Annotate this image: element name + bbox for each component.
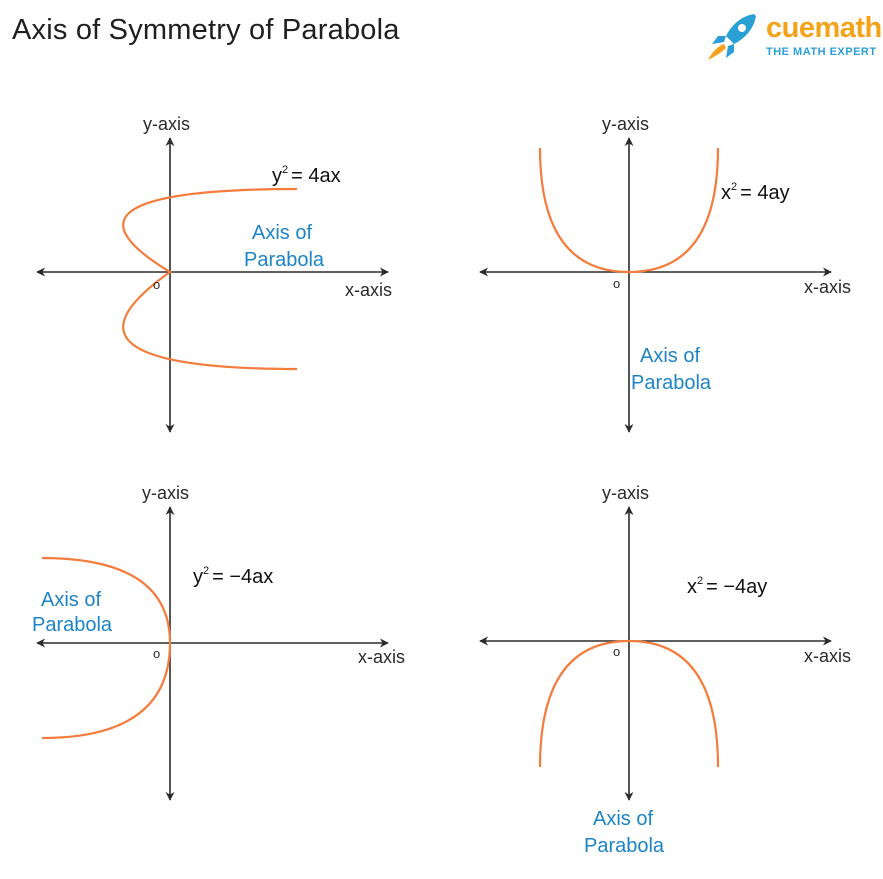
- panel-x2-4ay: y-axis x-axis o x2= 4ay Axis of Parabola: [479, 114, 851, 433]
- brand-tagline: THE MATH EXPERT: [766, 46, 877, 58]
- parabola-curve: [538, 639, 720, 768]
- panel-x2-neg4ay: y-axis x-axis o x2= −4ay Axis of Parabol…: [479, 483, 851, 857]
- y-axis-label: y-axis: [602, 483, 649, 503]
- x-axis-label: x-axis: [358, 647, 405, 667]
- equation-label: y2= 4ax: [272, 164, 341, 187]
- axis-of-parabola-label-2: Parabola: [32, 614, 113, 636]
- y-axis-label: y-axis: [602, 114, 649, 134]
- axis-of-parabola-label: Axis of: [41, 589, 101, 611]
- axis-of-parabola-label-2: Parabola: [584, 835, 665, 857]
- origin-label: o: [153, 277, 160, 292]
- x-axis-label: x-axis: [804, 277, 851, 297]
- panel-y2-neg4ax: y-axis x-axis o y2= −4ax Axis of Parabol…: [32, 483, 405, 801]
- panel-y2-4ax: y-axis x-axis o y2= 4ax Axis of Parabola: [36, 114, 392, 433]
- parabola-curve: [538, 147, 720, 274]
- x-axis-label: x-axis: [345, 280, 392, 300]
- origin-label: o: [153, 646, 160, 661]
- equation-label: y2= −4ax: [193, 565, 273, 588]
- equation-label: x2= 4ay: [721, 181, 790, 204]
- axis-of-parabola-label: Axis of: [593, 808, 653, 830]
- rocket-icon: [708, 14, 756, 60]
- origin-label: o: [613, 276, 620, 291]
- y-axis-label: y-axis: [142, 483, 189, 503]
- parabola-curve: [41, 556, 172, 740]
- axis-of-parabola-label: Axis of: [252, 222, 312, 244]
- axis-of-parabola-label-2: Parabola: [244, 249, 325, 271]
- brand-name: cuemath: [766, 12, 882, 44]
- brand-logo: cuemath THE MATH EXPERT: [704, 10, 882, 66]
- origin-label: o: [613, 644, 620, 659]
- axis-of-parabola-label: Axis of: [640, 345, 700, 367]
- parabola-curve: [122, 187, 298, 371]
- x-axis-label: x-axis: [804, 646, 851, 666]
- equation-label: x2= −4ay: [687, 575, 767, 598]
- page-title: Axis of Symmetry of Parabola: [12, 14, 400, 46]
- y-axis-label: y-axis: [143, 114, 190, 134]
- axis-of-parabola-label-2: Parabola: [631, 372, 712, 394]
